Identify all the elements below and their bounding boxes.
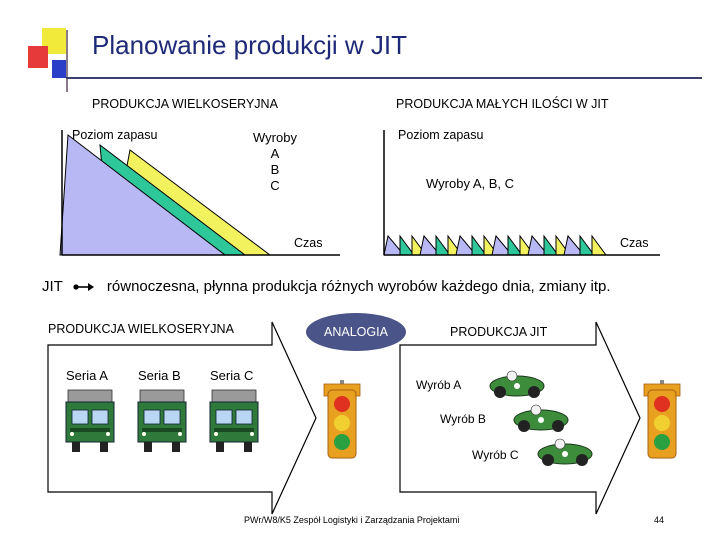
right-products-label: Wyroby A, B, C (426, 176, 514, 191)
jit-text: równoczesna, płynna produkcja różnych wy… (107, 278, 611, 295)
product-c-label: C (230, 178, 320, 194)
series-b-label: Seria B (138, 368, 181, 383)
left-y-axis-label: Poziom zapasu (72, 128, 157, 142)
jit-statement: JIT równoczesna, płynna produkcja różnyc… (42, 278, 611, 295)
footer-text: PWr/W8/K5 Zespół Logistyki i Zarządzania… (244, 515, 459, 525)
product-a-car-label: Wyrób A (416, 378, 461, 392)
left-products-label: Wyroby A B C (230, 130, 320, 194)
right-chart (384, 130, 660, 255)
jit-prefix: JIT (42, 278, 63, 295)
products-title: Wyroby (230, 130, 320, 146)
left-panel-header: PRODUKCJA WIELKOSERYJNA (92, 97, 278, 111)
analogy-oval: ANALOGIA (306, 313, 406, 351)
small-sawtooth (384, 236, 606, 255)
left-x-axis-label: Czas (294, 236, 322, 250)
right-panel-header: PRODUKCJA MAŁYCH ILOŚCI W JIT (396, 97, 609, 111)
traffic-light-icon (644, 380, 680, 458)
product-b-car-label: Wyrób B (440, 412, 486, 426)
series-a-label: Seria A (66, 368, 108, 383)
series-c-label: Seria C (210, 368, 253, 383)
product-a-label: A (230, 146, 320, 162)
product-b-label: B (230, 162, 320, 178)
page-number: 44 (654, 515, 664, 525)
product-a-triangle (60, 135, 225, 255)
analogy-right-header: PRODUKCJA JIT (450, 325, 547, 339)
analogy-label: ANALOGIA (324, 325, 388, 339)
right-y-axis-label: Poziom zapasu (398, 128, 483, 142)
analogy-left-header: PRODUKCJA WIELKOSERYJNA (48, 322, 234, 336)
right-x-axis-label: Czas (620, 236, 648, 250)
traffic-light-icon (324, 380, 360, 458)
product-c-car-label: Wyrób C (472, 448, 519, 462)
